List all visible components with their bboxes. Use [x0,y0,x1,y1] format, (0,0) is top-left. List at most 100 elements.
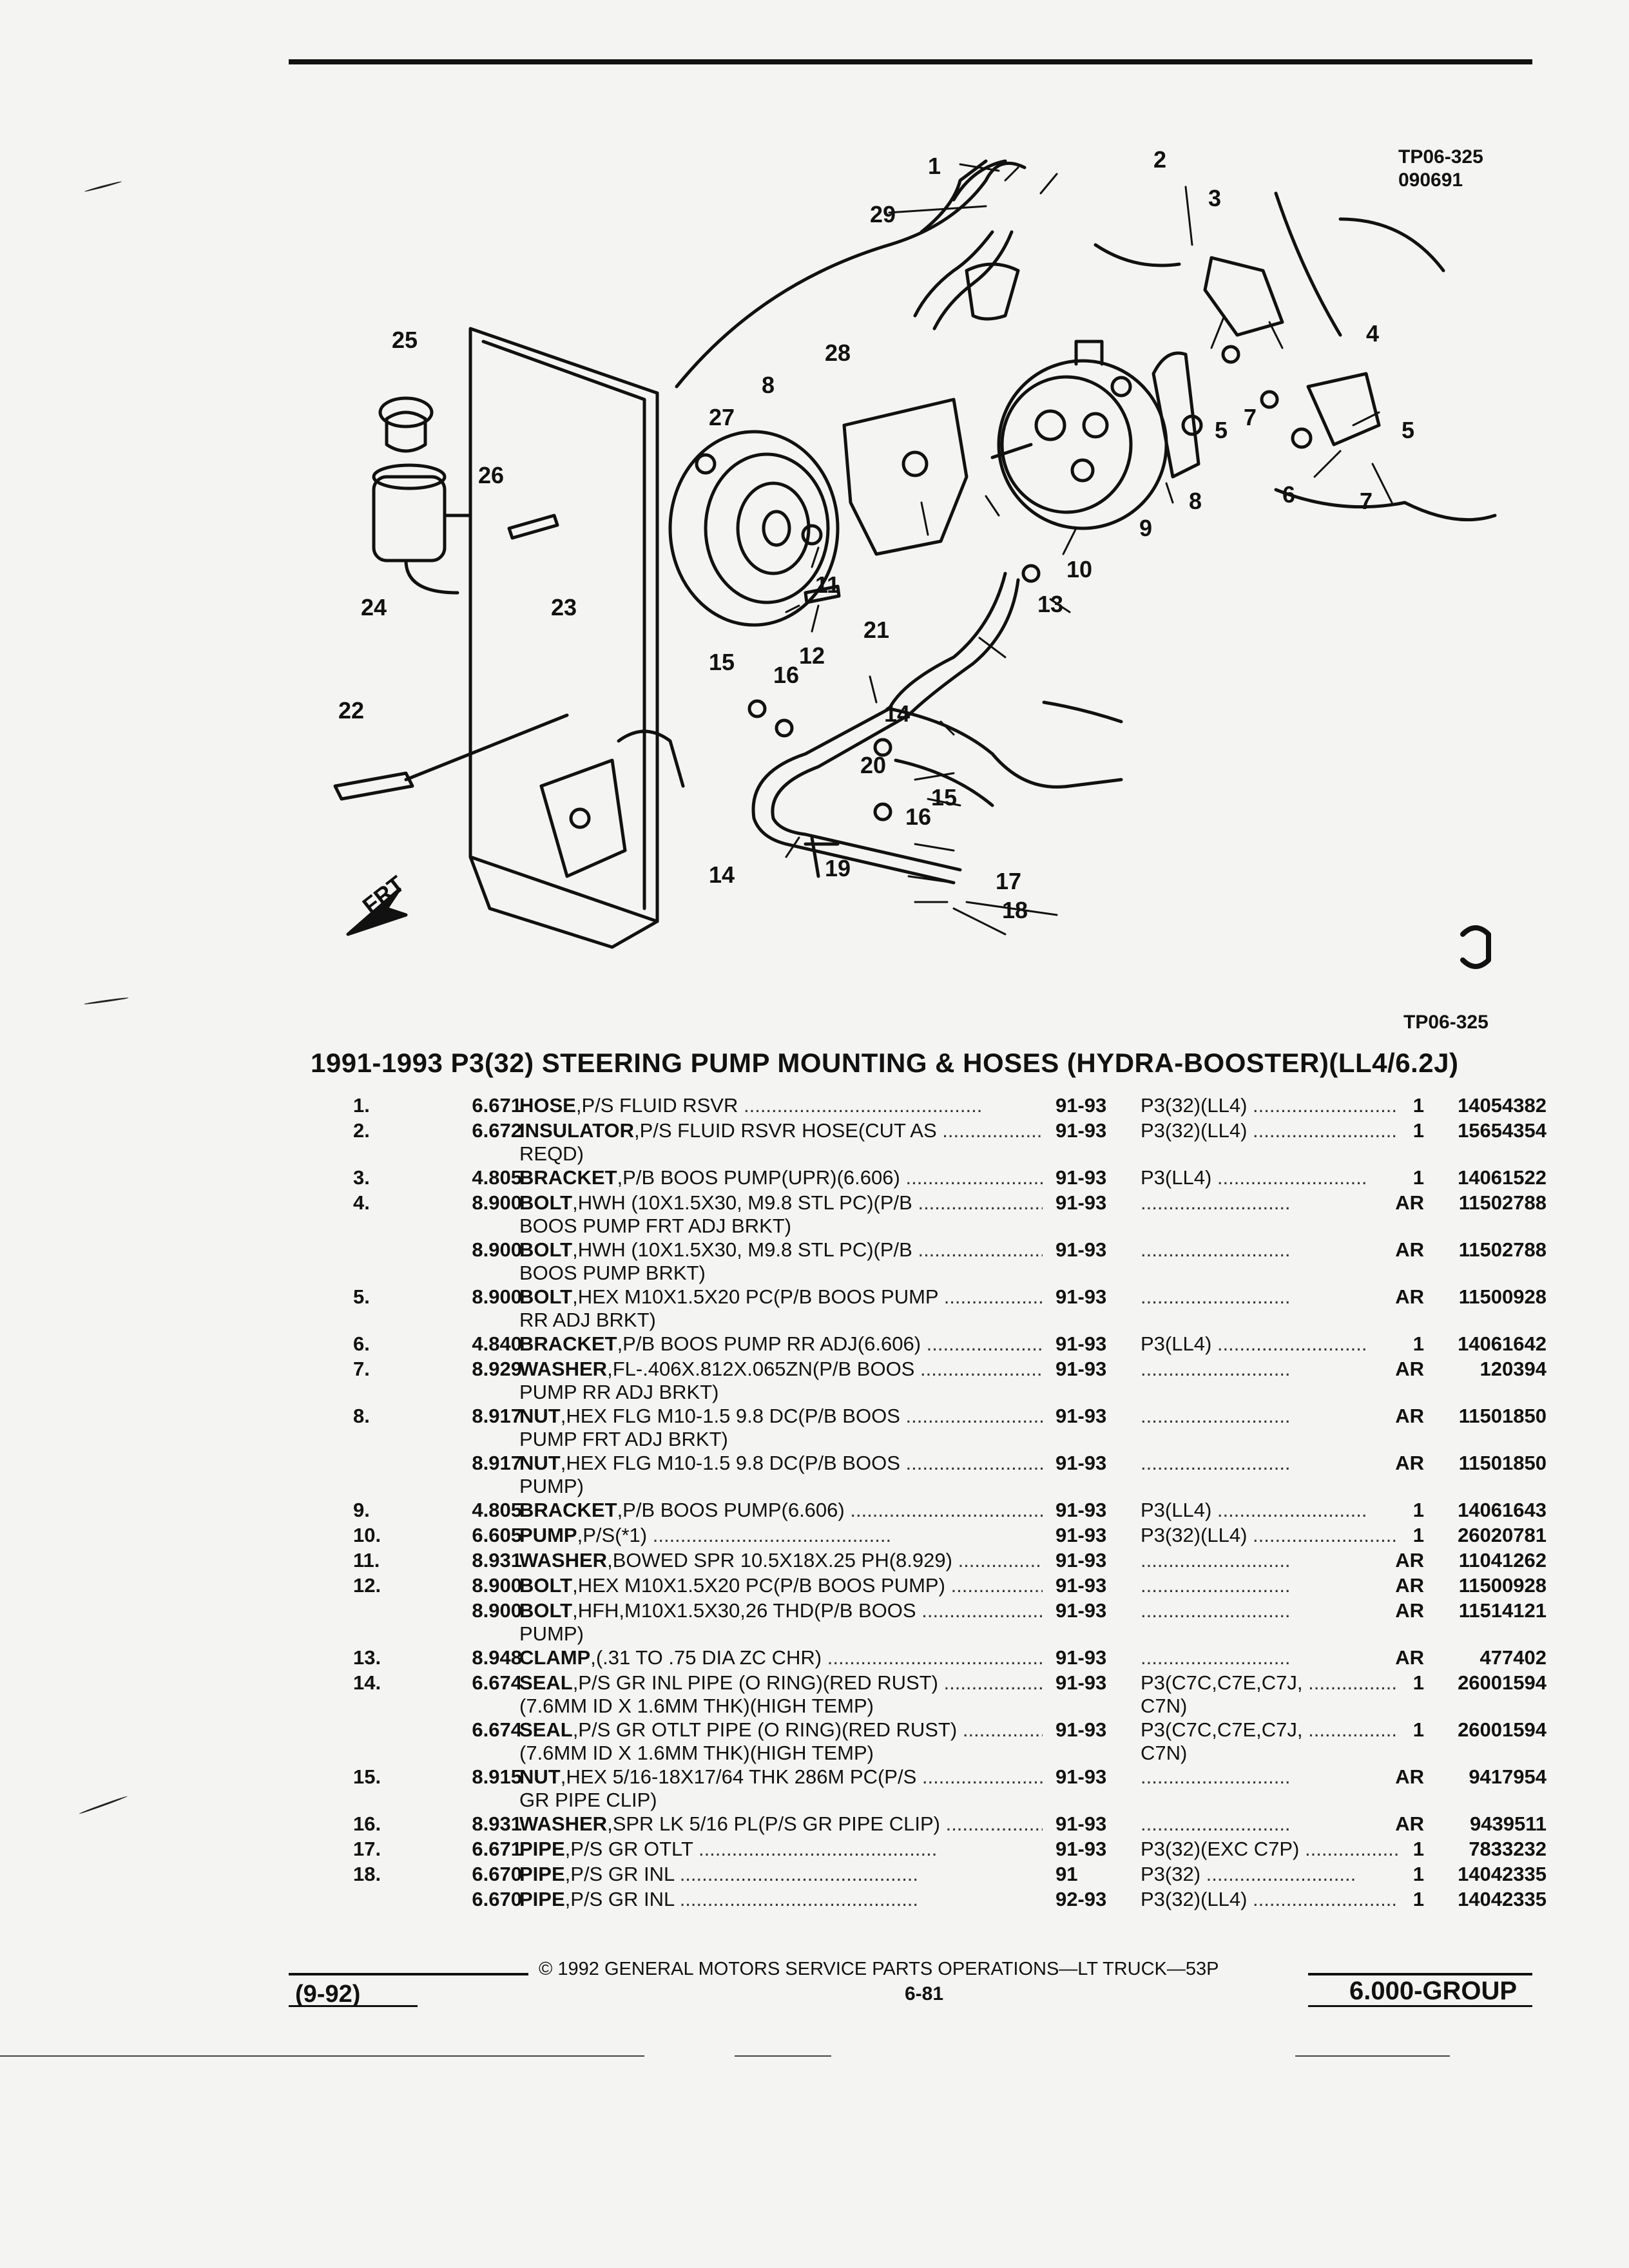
application: ........................... [1141,1645,1398,1670]
part-description: NUT,HEX FLG M10-1.5 9.8 DC(P/B BOOS ....… [519,1450,1043,1475]
exploded-parts-diagram: 1 2 29 3 4 5 5 7 7 6 8 8 9 10 28 27 25 2… [333,146,1497,969]
part-description: BRACKET,P/B BOOS PUMP(6.606) ...........… [519,1497,1043,1523]
application-text: P3(32)(LL4) [1141,1888,1248,1910]
application-text: P3(32) [1141,1863,1201,1885]
part-detail: ,FL-.406X.812X.065ZN(P/B BOOS [607,1358,915,1380]
application: P3(32)(LL4) ........................... [1141,1887,1398,1912]
part-number: 15654354 [1458,1119,1547,1142]
leader-dots: ........................................… [918,1238,1043,1261]
application-text: P3(32)(LL4) [1141,1524,1248,1546]
part-name: SEAL [519,1671,573,1694]
callout-6: 6 [1282,481,1295,508]
front-arrow-icon [346,887,408,936]
callout-29: 29 [870,201,896,227]
model-years: 91-93 [1055,1166,1107,1189]
leader-dots: ........................................… [679,1863,919,1885]
leader-dots: ........................... [1217,1499,1367,1521]
application: ........................... [1141,1450,1398,1475]
callout-25: 25 [392,327,418,353]
part-description: WASHER,FL-.406X.812X.065ZN(P/B BOOS ....… [519,1356,1043,1381]
part-number: 14061643 [1458,1499,1547,1521]
quantity: AR [1395,1599,1424,1622]
part-detail: ,HWH (10X1.5X30, M9.8 STL PC)(P/B [572,1238,912,1261]
leader-dots: ........................................… [958,1549,1043,1571]
callout-10: 10 [1066,556,1092,582]
model-years: 91-93 [1055,1499,1107,1521]
leader-dots: ........................................… [743,1094,983,1117]
group-number: 8.900 [472,1285,522,1308]
model-years: 91-93 [1055,1646,1107,1669]
part-description: CLAMP,(.31 TO .75 DIA ZC CHR) ..........… [519,1645,1043,1670]
part-detail: ,SPR LK 5/16 PL(P/S GR PIPE CLIP) [607,1812,940,1835]
leader-dots: ........................................… [827,1646,1043,1669]
application: P3(C7C,C7E,C7J, ........................… [1141,1670,1398,1695]
part-detail: ,BOWED SPR 10.5X18X.25 PH(8.929) [607,1549,952,1571]
group-number: 6.670 [472,1863,522,1885]
group-number: 8.931 [472,1812,522,1835]
fluid-reservoir [385,410,427,453]
part-detail: ,P/S FLUID RSVR [575,1094,738,1117]
callout-26: 26 [478,462,504,488]
group-number: 8.931 [472,1549,522,1571]
footer-rule-right [1308,1973,1532,1975]
leader-dots: ........................... [1217,1332,1367,1355]
part-detail: ,P/S GR INL [564,1888,675,1910]
model-years: 91-93 [1055,1191,1107,1214]
leader-dots: ........................... [1141,1549,1291,1571]
application: ........................... [1141,1190,1398,1215]
callout-8: 8 [1189,488,1202,514]
application-cont: C7N) [1141,1742,1188,1764]
callout-9: 9 [1139,515,1152,541]
footer-rule-left [289,1973,528,1975]
part-name: SEAL [519,1718,573,1741]
leader-dots: ........................... [1141,1646,1291,1669]
part-number: 9417954 [1469,1765,1547,1788]
leader-dots: ........................................… [943,1671,1043,1694]
part-description: PIPE,P/S GR INL ........................… [519,1861,1043,1887]
quantity: AR [1395,1358,1424,1380]
scan-artifact [0,2055,644,2057]
group-number: 8.900 [472,1238,522,1261]
part-number-index: 9. [353,1499,370,1521]
leader-dots: ........................... [1141,1238,1291,1261]
group-number: 6.670 [472,1888,522,1910]
leader-dots: ........................................… [679,1888,919,1910]
application-text: P3(32)(EXC C7P) [1141,1838,1300,1860]
part-name: CLAMP [519,1646,591,1669]
margin-mark [84,180,122,193]
leader-dots: ........................... [1141,1405,1291,1427]
quantity: AR [1395,1238,1424,1261]
model-years: 91-93 [1055,1524,1107,1546]
callout-11: 11 [815,572,840,598]
part-name: NUT [519,1405,561,1427]
application: P3(LL4) ........................... [1141,1165,1398,1190]
part-number-index: 18. [353,1863,381,1885]
figure-code: TP06-325 [1403,1012,1489,1033]
part-detail: ,(.31 TO .75 DIA ZC CHR) [590,1646,822,1669]
part-description: INSULATOR,P/S FLUID RSVR HOSE(CUT AS ...… [519,1118,1043,1143]
part-description-cont: PUMP) [519,1475,584,1497]
part-row-continuation: RR ADJ BRKT) [335,1309,1547,1331]
model-years: 91-93 [1055,1574,1107,1597]
part-row-continuation: PUMP) [335,1623,1547,1645]
part-description-cont: BOOS PUMP FRT ADJ BRKT) [519,1215,792,1237]
quantity: 1 [1412,1524,1424,1546]
group-number: 6.674 [472,1718,522,1741]
part-number-index: 8. [353,1405,370,1427]
quantity: 1 [1412,1888,1424,1910]
rear-adjust-bracket [1152,351,1200,479]
group-number: 6.605 [472,1524,522,1546]
quantity: AR [1395,1574,1424,1597]
leader-dots: ........................................… [921,1765,1043,1788]
part-description: BOLT,HWH (10X1.5X30, M9.8 STL PC)(P/B ..… [519,1190,1043,1215]
quantity: 1 [1412,1119,1424,1142]
callout-18: 18 [1002,897,1028,923]
